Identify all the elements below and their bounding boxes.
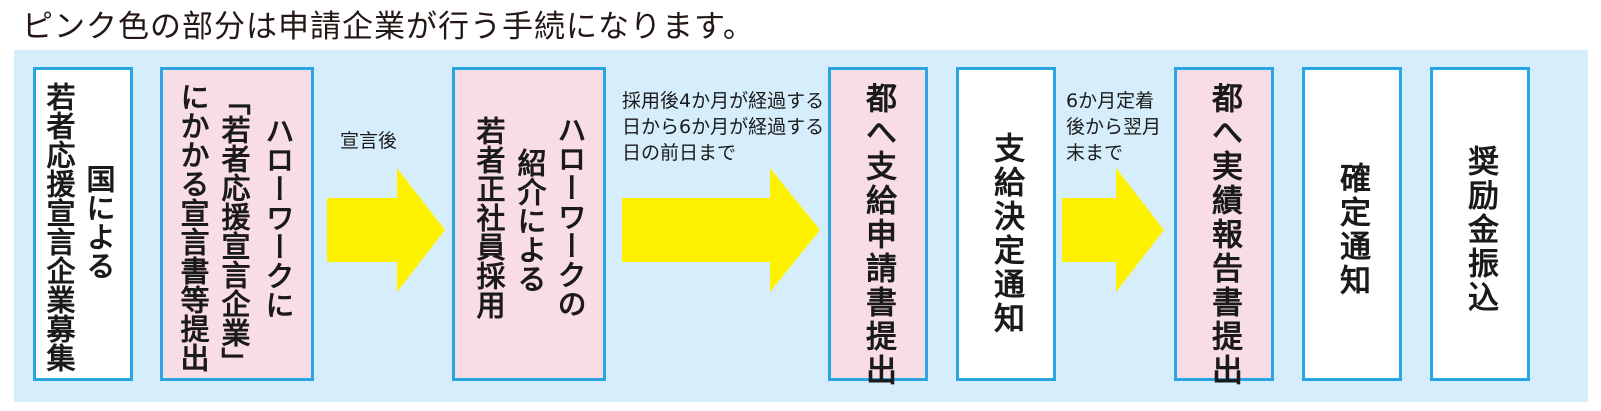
step-box-shikyu-shinsei — [828, 67, 928, 381]
step-text: ハローワークの — [553, 115, 587, 318]
step-box-kakutei — [1302, 67, 1402, 381]
step-text: にかかる宣言書等提出 — [176, 82, 210, 372]
step-text: 国による — [82, 164, 116, 280]
step-box-kuni — [33, 67, 133, 381]
step-text: 都へ支給申請書提出 — [860, 82, 896, 388]
step-box-hellowork-sengen — [160, 67, 314, 381]
step-box-furikomi — [1430, 67, 1530, 381]
step-box-saiyo — [452, 67, 606, 381]
flow-arrow — [1062, 168, 1164, 292]
arrow-note: 末まで — [1066, 142, 1124, 164]
flow-arrow — [622, 168, 820, 292]
step-text: ハローワークに — [261, 116, 295, 319]
step-text: 支給決定通知 — [988, 132, 1024, 336]
arrow-note: 日の前日まで — [622, 142, 737, 164]
arrow-note: 日から6か月が経過する — [622, 116, 825, 138]
arrow-note: 6か月定着 — [1066, 90, 1155, 112]
step-text: 都へ実績報告書提出 — [1206, 82, 1242, 388]
step-text: 若者正社員採用 — [472, 116, 506, 319]
step-text: 若者応援宣言企業募集 — [42, 82, 76, 372]
step-text: 奨励金振込 — [1462, 145, 1498, 315]
flow-arrow — [327, 168, 445, 292]
arrow-note: 後から翌月 — [1066, 116, 1162, 138]
step-text: 紹介による — [513, 148, 547, 293]
arrow-note: 宣言後 — [340, 130, 398, 152]
arrow-note: 採用後4か月が経過する — [622, 90, 825, 112]
step-text: 確定通知 — [1334, 162, 1370, 298]
step-box-shikyu-kettei — [956, 67, 1056, 381]
page-title: ピンク色の部分は申請企業が行う手続になります。 — [22, 9, 755, 45]
step-box-jisseki — [1174, 67, 1274, 381]
step-text: 「若者応援宣言企業」 — [217, 86, 251, 376]
